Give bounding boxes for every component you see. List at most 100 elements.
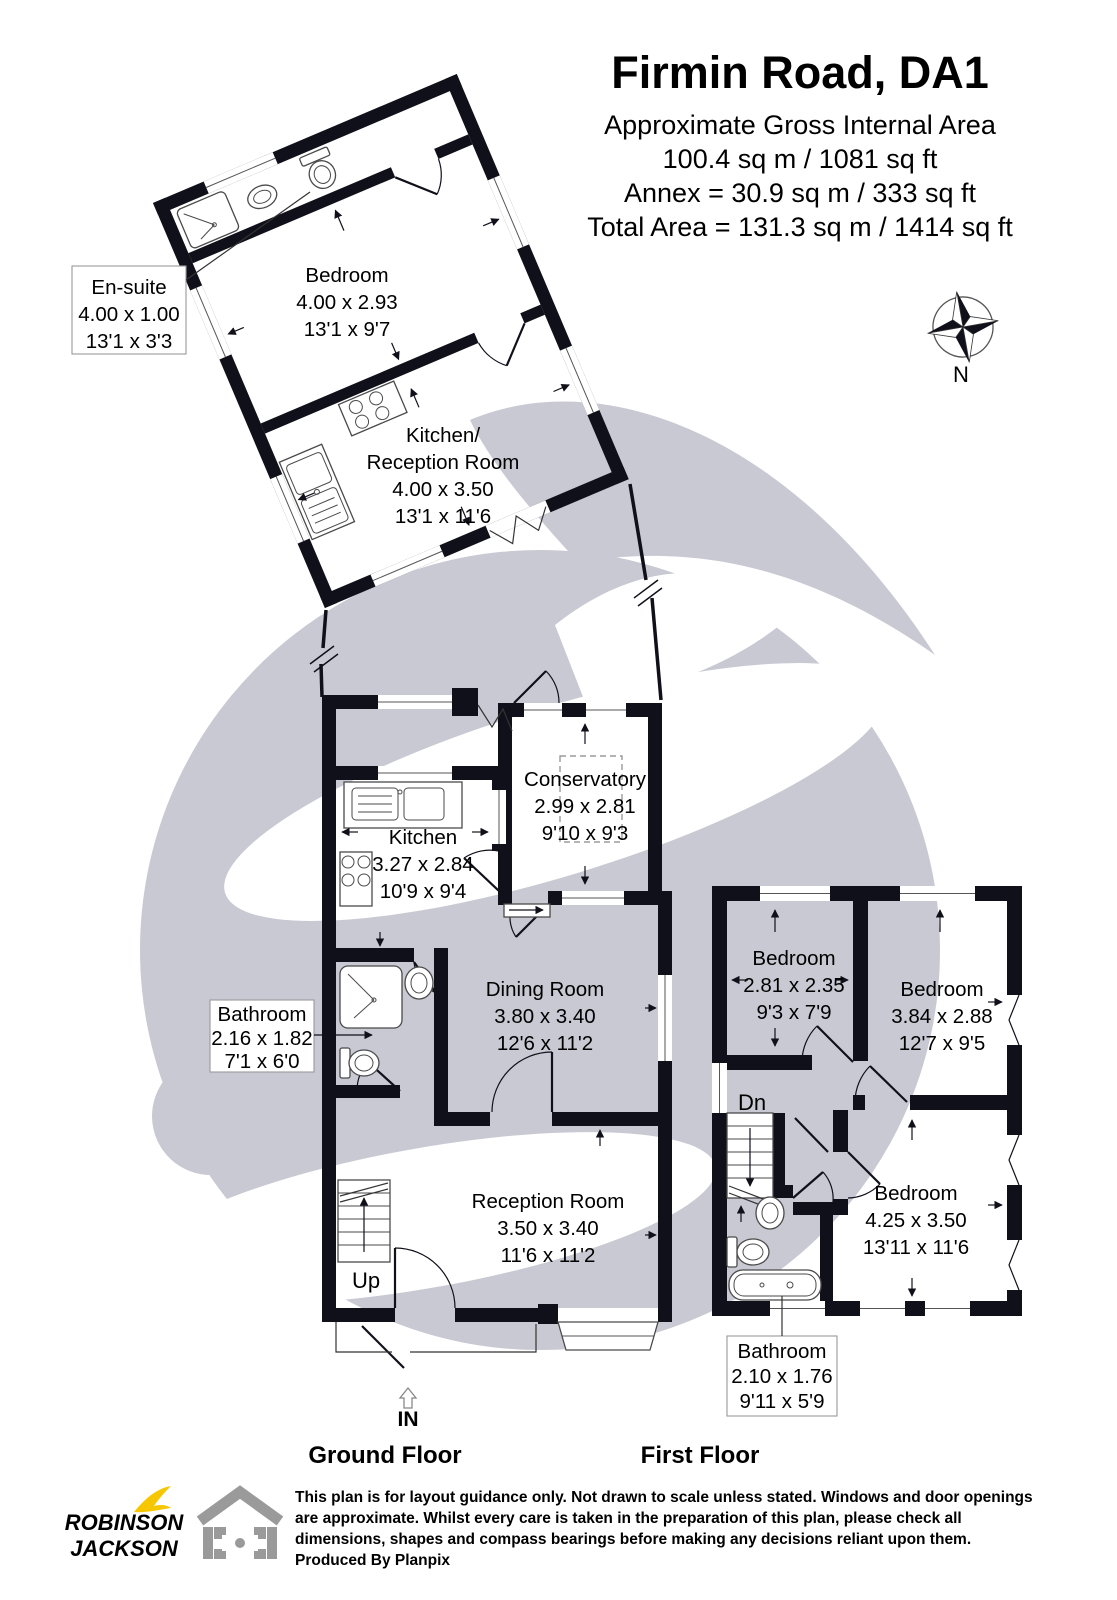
annex-windows	[190, 152, 600, 587]
disclaimer-line-4: Produced By Planpix	[295, 1552, 450, 1569]
annex-bedroom-name: Bedroom	[305, 264, 388, 287]
ff-bedroom-small-metric: 2.81 x 2.35	[743, 974, 844, 997]
gf-bathroom-name: Bathroom	[218, 1003, 307, 1026]
first-floor-stairs	[726, 1112, 774, 1210]
toilet-icon	[299, 146, 331, 167]
annex-kitchen-fixtures	[278, 380, 408, 541]
ff-bedroom-large-imperial: 13'11 x 11'6	[863, 1236, 969, 1259]
ff-bedroom-large-metric: 4.25 x 3.50	[865, 1209, 966, 1232]
stairs-down-label: Dn	[738, 1090, 766, 1115]
annex-ensuite-fixtures	[176, 146, 337, 249]
annex-plan	[152, 74, 629, 609]
reception-metric: 3.50 x 3.40	[497, 1217, 598, 1240]
first-floor-doors	[792, 1025, 908, 1203]
ff-bedroom-large-name: Bedroom	[874, 1182, 957, 1205]
ff-bedroom-middle-imperial: 12'7 x 9'5	[899, 1032, 985, 1055]
disclaimer: This plan is for layout guidance only. N…	[295, 1489, 1033, 1569]
kitchen-imperial: 10'9 x 9'4	[380, 880, 466, 903]
ground-floor-bathroom-fixtures	[339, 965, 434, 1079]
first-floor-labels: Bedroom 2.81 x 2.35 9'3 x 7'9 Bedroom 3.…	[726, 947, 993, 1417]
annex-labels: Bedroom 4.00 x 2.93 13'1 x 9'7 Kitchen/ …	[71, 191, 520, 528]
ff-bathroom-imperial: 9'11 x 5'9	[740, 1390, 825, 1413]
area-line-3: Annex = 30.9 sq m / 333 sq ft	[624, 178, 976, 208]
kitchen-metric: 3.27 x 2.84	[372, 853, 473, 876]
hob-icon	[339, 851, 373, 907]
ground-floor-title: Ground Floor	[308, 1442, 461, 1469]
annex-bedroom-imperial: 13'1 x 9'7	[304, 318, 390, 341]
annex-bedroom-metric: 4.00 x 2.93	[296, 291, 397, 314]
ff-bedroom-middle-name: Bedroom	[900, 978, 983, 1001]
footer: ROBINSON JACKSON This plan is for layout…	[65, 1485, 1033, 1569]
shower-icon	[176, 191, 240, 249]
annex-kitchen-name-2: Reception Room	[367, 451, 520, 474]
annex-kitchen-name-1: Kitchen/	[406, 424, 480, 447]
first-floor-dimension-arrows	[731, 909, 1003, 1297]
ground-floor-windows	[378, 695, 672, 1351]
stairs-up-label: Up	[352, 1268, 380, 1293]
first-floor-title: First Floor	[641, 1442, 760, 1469]
watermark-logo	[134, 401, 940, 1350]
conservatory-metric: 2.99 x 2.81	[534, 795, 635, 818]
conservatory-skylight	[559, 755, 623, 843]
area-line-2: 100.4 sq m / 1081 sq ft	[663, 144, 938, 174]
bird-logo-icon	[134, 1486, 171, 1513]
ff-bedroom-small-name: Bedroom	[752, 947, 835, 970]
sink-icon	[404, 966, 434, 1000]
agency-logo: ROBINSON JACKSON	[65, 1486, 185, 1561]
sink-icon	[247, 184, 278, 210]
conservatory-name: Conservatory	[524, 768, 647, 791]
ensuite-imperial: 13'1 x 3'3	[86, 330, 172, 353]
entrance-marker: IN	[398, 1386, 419, 1431]
disclaimer-line-2: are approximate. Whilst every care is ta…	[295, 1510, 962, 1527]
area-line-1: Approximate Gross Internal Area	[604, 110, 997, 140]
gf-bathroom-imperial: 7'1 x 6'0	[224, 1050, 299, 1073]
dining-room-metric: 3.80 x 3.40	[494, 1005, 595, 1028]
ensuite-name: En-suite	[91, 276, 166, 299]
compass-north-label: N	[953, 362, 969, 387]
ff-bathroom-name: Bathroom	[738, 1340, 827, 1363]
bathroom-label-box	[209, 999, 315, 1073]
ground-floor-walls	[322, 688, 672, 1324]
ground-floor-dimension-arrows	[341, 723, 657, 1240]
area-line-4: Total Area = 131.3 sq m / 1414 sq ft	[587, 212, 1013, 242]
dining-room-imperial: 12'6 x 11'2	[497, 1032, 593, 1055]
ensuite-label-box	[71, 265, 187, 355]
conservatory-imperial: 9'10 x 9'3	[542, 822, 628, 845]
agency-name-line-2: JACKSON	[70, 1536, 179, 1561]
ground-floor-labels: Conservatory 2.99 x 2.81 9'10 x 9'3 Kitc…	[209, 768, 647, 1293]
garden-boundary	[309, 483, 663, 701]
toilet-icon	[726, 1236, 738, 1268]
compass-icon: N	[927, 291, 999, 387]
ff-bathroom-metric: 2.10 x 1.76	[731, 1365, 832, 1388]
annex-dimension-arrows	[227, 209, 570, 526]
first-floor-plan: Bedroom 2.81 x 2.35 9'3 x 7'9 Bedroom 3.…	[712, 886, 1022, 1417]
entrance-label: IN	[398, 1408, 419, 1431]
entrance-arrow-icon	[398, 1386, 418, 1409]
disclaimer-line-1: This plan is for layout guidance only. N…	[295, 1489, 1033, 1506]
annex-kitchen-metric: 4.00 x 3.50	[392, 478, 493, 501]
ground-floor-kitchen-fixtures	[339, 781, 551, 918]
ground-floor-plan: IN Conservatory 2.99 x 2.81 9'10 x 9'3 K…	[209, 670, 672, 1431]
kitchen-name: Kitchen	[389, 826, 457, 849]
gf-bathroom-metric: 2.16 x 1.82	[211, 1027, 312, 1050]
first-floor-bathroom-fixtures	[726, 1196, 822, 1301]
ensuite-metric: 4.00 x 1.00	[78, 303, 179, 326]
kitchen-sink-icon	[278, 443, 356, 541]
bathtub-icon	[728, 1269, 822, 1301]
agency-name-line-1: ROBINSON	[65, 1510, 185, 1535]
first-floor-windows	[712, 886, 1022, 1316]
annex-exit-door-opening	[489, 506, 547, 545]
sink-icon	[755, 1196, 785, 1230]
dining-room-name: Dining Room	[486, 978, 605, 1001]
page-title: Firmin Road, DA1	[611, 47, 989, 98]
reception-name: Reception Room	[472, 1190, 625, 1213]
title-block: Firmin Road, DA1 Approximate Gross Inter…	[587, 47, 1013, 242]
reception-imperial: 11'6 x 11'2	[501, 1244, 596, 1267]
ground-floor-stairs	[337, 1179, 391, 1263]
planpix-house-icon	[196, 1485, 284, 1559]
ff-bedroom-small-imperial: 9'3 x 7'9	[756, 1001, 831, 1024]
ff-bedroom-middle-metric: 3.84 x 2.88	[891, 1005, 992, 1028]
annex-kitchen-imperial: 13'1 x 11'6	[395, 505, 491, 528]
